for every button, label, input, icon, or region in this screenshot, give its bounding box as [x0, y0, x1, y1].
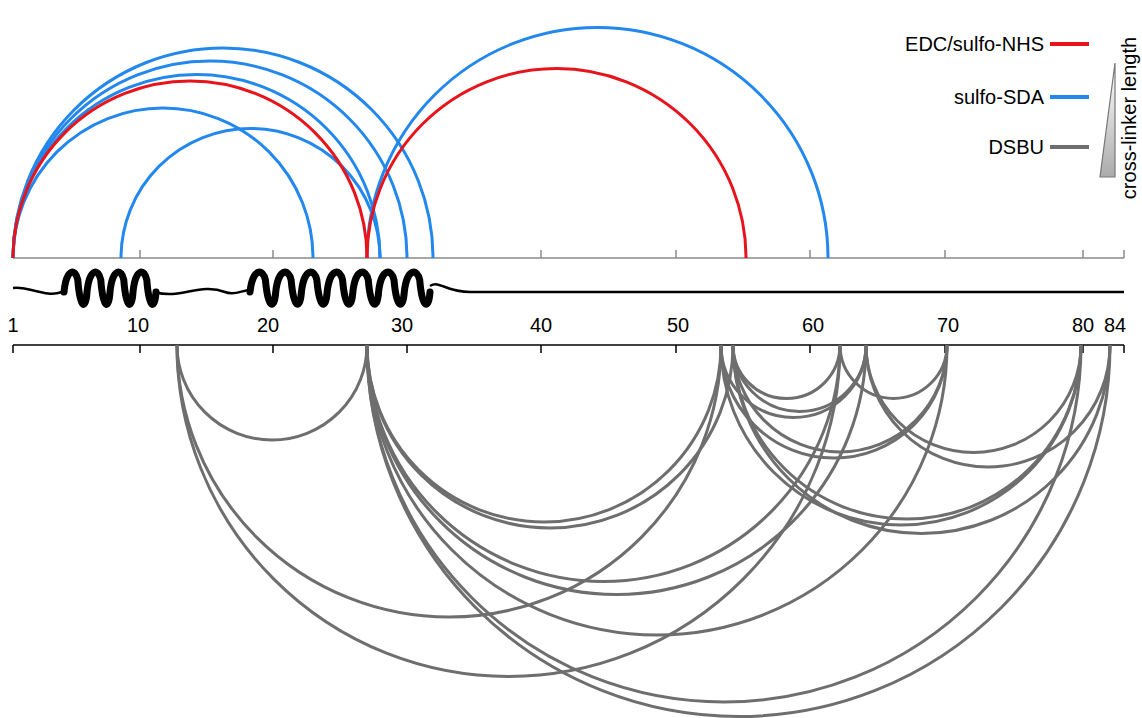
- tick: [1123, 250, 1125, 258]
- legend-swatch: [1050, 145, 1089, 149]
- crosslink-arc: [13, 75, 380, 259]
- axis-number: 20: [257, 315, 279, 335]
- helix: [64, 272, 156, 304]
- crosslink-arc: [733, 345, 1081, 519]
- axis-number: 70: [937, 315, 959, 335]
- legend-label: sulfo-SDA: [954, 87, 1044, 107]
- axis-caption: cross-linker length: [1119, 37, 1139, 199]
- axis-ticks: [13, 250, 1124, 353]
- crosslink-arc: [367, 69, 746, 259]
- axis-number: 1: [7, 315, 18, 335]
- tick: [809, 250, 811, 258]
- tick: [675, 345, 677, 353]
- protein-cartoon: [13, 272, 1124, 304]
- legend-swatch: [1050, 42, 1089, 46]
- tick: [406, 345, 408, 353]
- tick: [809, 345, 811, 353]
- crosslink-arc: [13, 81, 367, 258]
- crosslink-arc: [367, 345, 866, 595]
- crosslink-arc: [866, 345, 1081, 453]
- crosslink-arc: [367, 345, 947, 635]
- axis-number: 10: [127, 315, 149, 335]
- crosslink-arc: [733, 345, 1110, 534]
- tick: [1123, 345, 1125, 353]
- crosslink-arcs-bottom: [177, 345, 1110, 717]
- tick: [540, 345, 542, 353]
- tick: [944, 250, 946, 258]
- crosslink-arcs-top: [13, 27, 828, 258]
- axis-number: 60: [802, 315, 824, 335]
- axis-number: 80: [1072, 315, 1094, 335]
- crosslink-arc: [367, 345, 1110, 717]
- length-triangle: [1100, 63, 1115, 177]
- tick: [272, 250, 274, 258]
- crosslink-arc: [367, 345, 1081, 702]
- crosslink-arc: [121, 129, 380, 259]
- helix: [250, 272, 430, 304]
- tick: [139, 345, 141, 353]
- tick: [12, 345, 14, 353]
- axis-number: 30: [391, 315, 413, 335]
- tick: [272, 345, 274, 353]
- tick: [540, 250, 542, 258]
- crosslink-arc: [866, 345, 1110, 467]
- axis-number: 84: [1104, 315, 1126, 335]
- legend-label: DSBU: [988, 137, 1044, 157]
- crosslink-arc: [367, 27, 828, 258]
- legend-label: EDC/sulfo-NHS: [905, 34, 1044, 54]
- crosslink-arc: [733, 345, 866, 412]
- legend-swatch: [1050, 95, 1089, 99]
- axis-number: 40: [530, 315, 552, 335]
- axis-number: 50: [667, 315, 689, 335]
- tick: [675, 250, 677, 258]
- axis-lines: [13, 258, 1124, 345]
- crosslink-arc: [367, 345, 840, 581]
- tick: [1082, 250, 1084, 258]
- crosslink-arc: [840, 345, 947, 398]
- crosslink-arc: [177, 345, 367, 440]
- tick: [139, 250, 141, 258]
- crosslink-arc: [721, 345, 1081, 525]
